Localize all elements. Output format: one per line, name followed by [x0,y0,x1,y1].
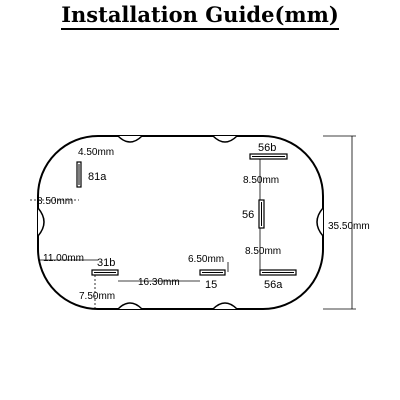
pin-56a-label: 56a [264,279,283,291]
pin-31b-label: 31b [97,257,115,269]
pin15-offset-label: 6.50mm [188,254,224,265]
pin-15-label: 15 [205,279,217,291]
bottom-left-height-label: 7.50mm [79,291,115,302]
top-notch-middle [212,135,238,143]
pin-56b-label: 56b [258,142,276,154]
top-notch-left [117,135,143,143]
pin-spacing-label: 16.30mm [138,277,180,288]
width-dim-label: 35.50mm [328,221,370,232]
bottom-left-offset-label: 11.00mm [43,253,84,264]
page-title: Installation Guide(mm) [0,2,400,30]
right-top-offset-label: 8.50mm [243,175,279,186]
right-notch [316,207,324,237]
right-bottom-offset-label: 8.50mm [245,246,281,257]
pin-56-label: 56 [242,209,254,221]
bottom-notch-left [117,302,143,310]
pin-81a-label: 81a [88,171,107,183]
top-left-offset-label: 4.50mm [78,147,114,158]
left-offset-label: 8.50mm [37,196,73,207]
bottom-notch-right [212,302,238,310]
left-notch [37,207,45,237]
